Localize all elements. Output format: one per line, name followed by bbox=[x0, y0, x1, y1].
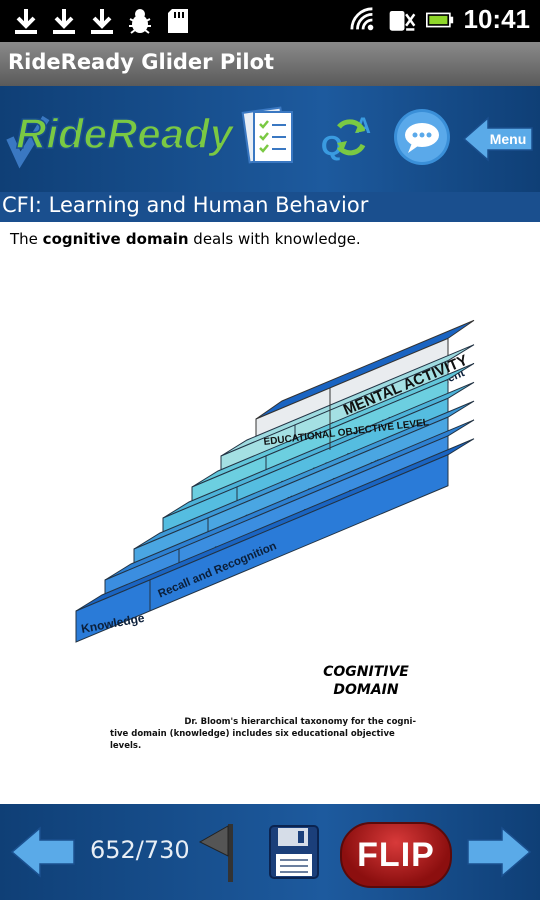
qa-refresh-button[interactable]: Q A bbox=[318, 108, 380, 170]
intro-text: The cognitive domain deals with knowledg… bbox=[10, 230, 361, 248]
status-clock: 10:41 bbox=[463, 4, 531, 34]
page-counter: 652/730 bbox=[90, 836, 190, 864]
wifi-icon bbox=[349, 5, 378, 35]
app-header: RideReady Q A bbox=[0, 86, 540, 196]
app-title: RideReady Glider Pilot bbox=[8, 50, 275, 74]
step-front-face bbox=[75, 454, 449, 643]
bottom-toolbar: 652/730 FLIP bbox=[0, 804, 540, 900]
flag-icon bbox=[198, 824, 233, 882]
save-button[interactable] bbox=[266, 822, 322, 882]
menu-arrow-icon: Menu bbox=[462, 116, 533, 162]
svg-text:Q: Q bbox=[321, 130, 343, 161]
battery-icon bbox=[425, 5, 454, 35]
caption-line2: tive domain (knowledge) includes six edu… bbox=[110, 729, 395, 739]
app-title-bar: RideReady Glider Pilot bbox=[0, 42, 540, 86]
chat-bubble-icon bbox=[392, 107, 452, 171]
staircase-steps: EvaluationExercise of Learned JudgementS… bbox=[75, 319, 475, 643]
menu-button[interactable]: Menu bbox=[462, 108, 534, 170]
save-disk-icon bbox=[269, 825, 319, 879]
qa-refresh-icon: Q A bbox=[319, 107, 379, 171]
signal-icon bbox=[388, 5, 416, 35]
staircase-diagram: EvaluationExercise of Learned JudgementS… bbox=[75, 319, 475, 751]
status-left-icons bbox=[12, 6, 192, 36]
logo-text: RideReady bbox=[16, 110, 236, 157]
chat-button[interactable] bbox=[391, 108, 453, 170]
section-title-bar: CFI: Learning and Human Behavior bbox=[0, 192, 540, 222]
debug-icon bbox=[126, 6, 154, 36]
section-title: CFI: Learning and Human Behavior bbox=[2, 193, 369, 217]
back-arrow-icon bbox=[10, 826, 75, 878]
menu-label: Menu bbox=[490, 131, 527, 147]
intro-suffix: deals with knowledge. bbox=[188, 230, 361, 248]
next-page-button[interactable] bbox=[464, 822, 534, 882]
bookmark-flag-button[interactable] bbox=[192, 818, 242, 888]
download-icon bbox=[50, 6, 78, 36]
status-bar: 10:41 bbox=[0, 0, 540, 42]
flip-button[interactable]: FLIP bbox=[340, 822, 452, 888]
intro-bold: cognitive domain bbox=[42, 230, 189, 248]
rideready-logo[interactable]: RideReady bbox=[6, 100, 306, 170]
previous-page-button[interactable] bbox=[8, 822, 78, 882]
status-right-icons: 10:41 bbox=[349, 4, 531, 35]
content-area: The cognitive domain deals with knowledg… bbox=[0, 222, 540, 804]
caption-line1: Dr. Bloom's hierarchical taxonomy for th… bbox=[184, 717, 416, 727]
domain-label-line2: DOMAIN bbox=[333, 682, 398, 698]
download-icon bbox=[88, 6, 116, 36]
caption-line3: levels. bbox=[110, 741, 141, 751]
intro-prefix: The bbox=[10, 230, 43, 248]
forward-arrow-icon bbox=[467, 826, 532, 878]
cognitive-domain-figure: EvaluationExercise of Learned JudgementS… bbox=[0, 262, 540, 802]
domain-label-line1: COGNITIVE bbox=[323, 664, 409, 680]
sd-card-icon bbox=[164, 6, 192, 36]
download-icon bbox=[12, 6, 40, 36]
